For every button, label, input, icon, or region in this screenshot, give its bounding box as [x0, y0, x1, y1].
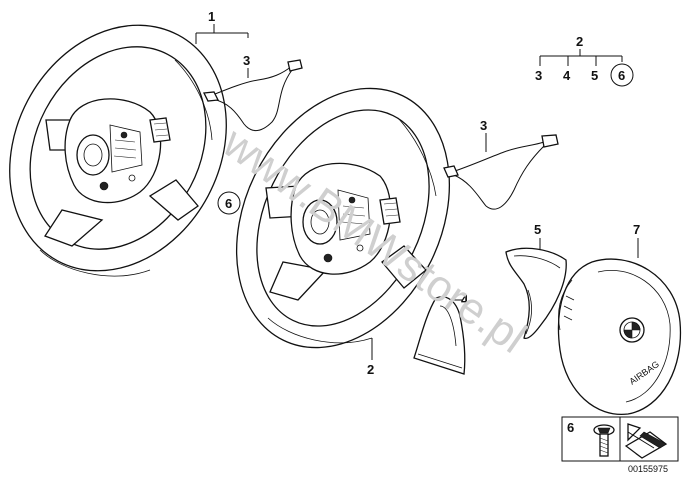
- label-group: 2: [576, 34, 583, 49]
- group-legend: 2 3 4 5 6: [535, 34, 634, 87]
- label-trim-right: 5: [534, 222, 541, 237]
- label-wire-a: 3: [243, 53, 250, 68]
- label-wheel-b-bottom: 2: [367, 362, 374, 377]
- screw-box: 6: [561, 416, 679, 462]
- label-wheel-b: 6: [225, 196, 232, 211]
- spoke-trim-right: [505, 247, 567, 340]
- arrow-icon: [624, 423, 668, 459]
- label-group-4: 4: [563, 68, 571, 83]
- diagram-number: 00155975: [628, 464, 668, 474]
- steering-wheel-b: [235, 87, 451, 349]
- screw-icon: [593, 424, 615, 457]
- label-screw: 6: [567, 420, 574, 435]
- steering-wheel-a: [9, 24, 227, 277]
- wire-harness-b: [443, 134, 559, 210]
- label-group-3: 3: [535, 68, 542, 83]
- label-group-5: 5: [591, 68, 598, 83]
- label-group-6: 6: [618, 68, 625, 83]
- spoke-trim-left: [413, 296, 466, 375]
- label-wheel-a: 1: [208, 9, 215, 24]
- label-airbag: 7: [633, 222, 640, 237]
- label-wire-b: 3: [480, 118, 487, 133]
- label-trim-left: 4: [461, 292, 469, 307]
- airbag-module: AIRBAG: [557, 258, 682, 416]
- wire-harness-a: [202, 59, 303, 131]
- circled-6-marker: [610, 63, 634, 87]
- circled-6-marker-wheel-b: [217, 191, 241, 215]
